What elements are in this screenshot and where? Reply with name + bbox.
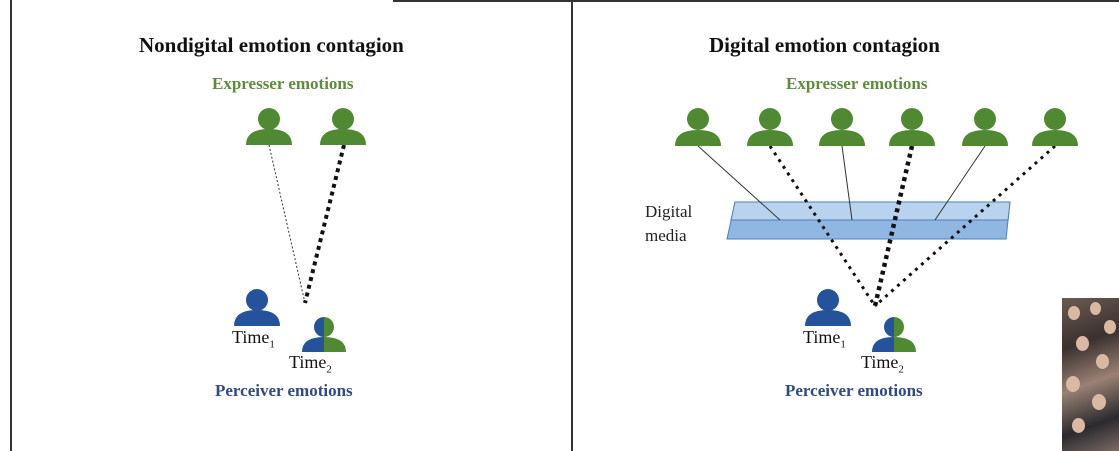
right-expresser-person-icon-5 [962,108,1008,146]
digital-media-band-top [730,201,1011,221]
right-time1-label: Time1 [803,327,846,351]
right-thin-line-5 [934,145,986,221]
right-time2-label: Time2 [861,352,904,376]
left-perceiver-time1-person-icon [234,289,280,326]
digital-media-label-line2: media [645,226,687,245]
right-expresser-person-icon-3 [819,108,865,146]
right-perceiver-label: Perceiver emotions [785,381,923,400]
right-expresser-label: Expresser emotions [786,74,928,93]
right-expresser-person-icon-1 [675,108,721,146]
left-panel-title: Nondigital emotion contagion [139,33,404,57]
left-thick-connection [303,144,346,304]
right-dotted-line-6 [874,144,1056,308]
right-expresser-person-icon-4 [889,108,935,146]
left-expresser-label: Expresser emotions [212,74,354,93]
left-perceiver-label: Perceiver emotions [215,381,353,400]
left-expresser-person-icon-2 [320,108,366,145]
left-perceiver-time2-person-icon [302,317,346,352]
crowd-photo-icon [1062,298,1119,451]
right-dotted-line-4 [872,145,915,307]
right-expresser-person-icon-6 [1032,108,1078,146]
left-time1-label: Time1 [232,327,275,351]
right-expressers [675,108,1078,146]
right-perceiver-time1-person-icon [805,289,851,326]
right-thin-line-1 [697,145,781,221]
right-expresser-person-icon-2 [747,108,793,146]
left-thin-connection [268,144,306,304]
right-panel-title: Digital emotion contagion [709,33,940,57]
right-thin-line-3 [841,145,853,221]
digital-media-label: Digital media [645,200,692,248]
right-perceiver-time2-person-icon [872,317,916,352]
left-time2-label: Time2 [289,352,332,376]
digital-media-label-line1: Digital [645,202,693,221]
left-expresser-person-icon-1 [246,108,292,145]
